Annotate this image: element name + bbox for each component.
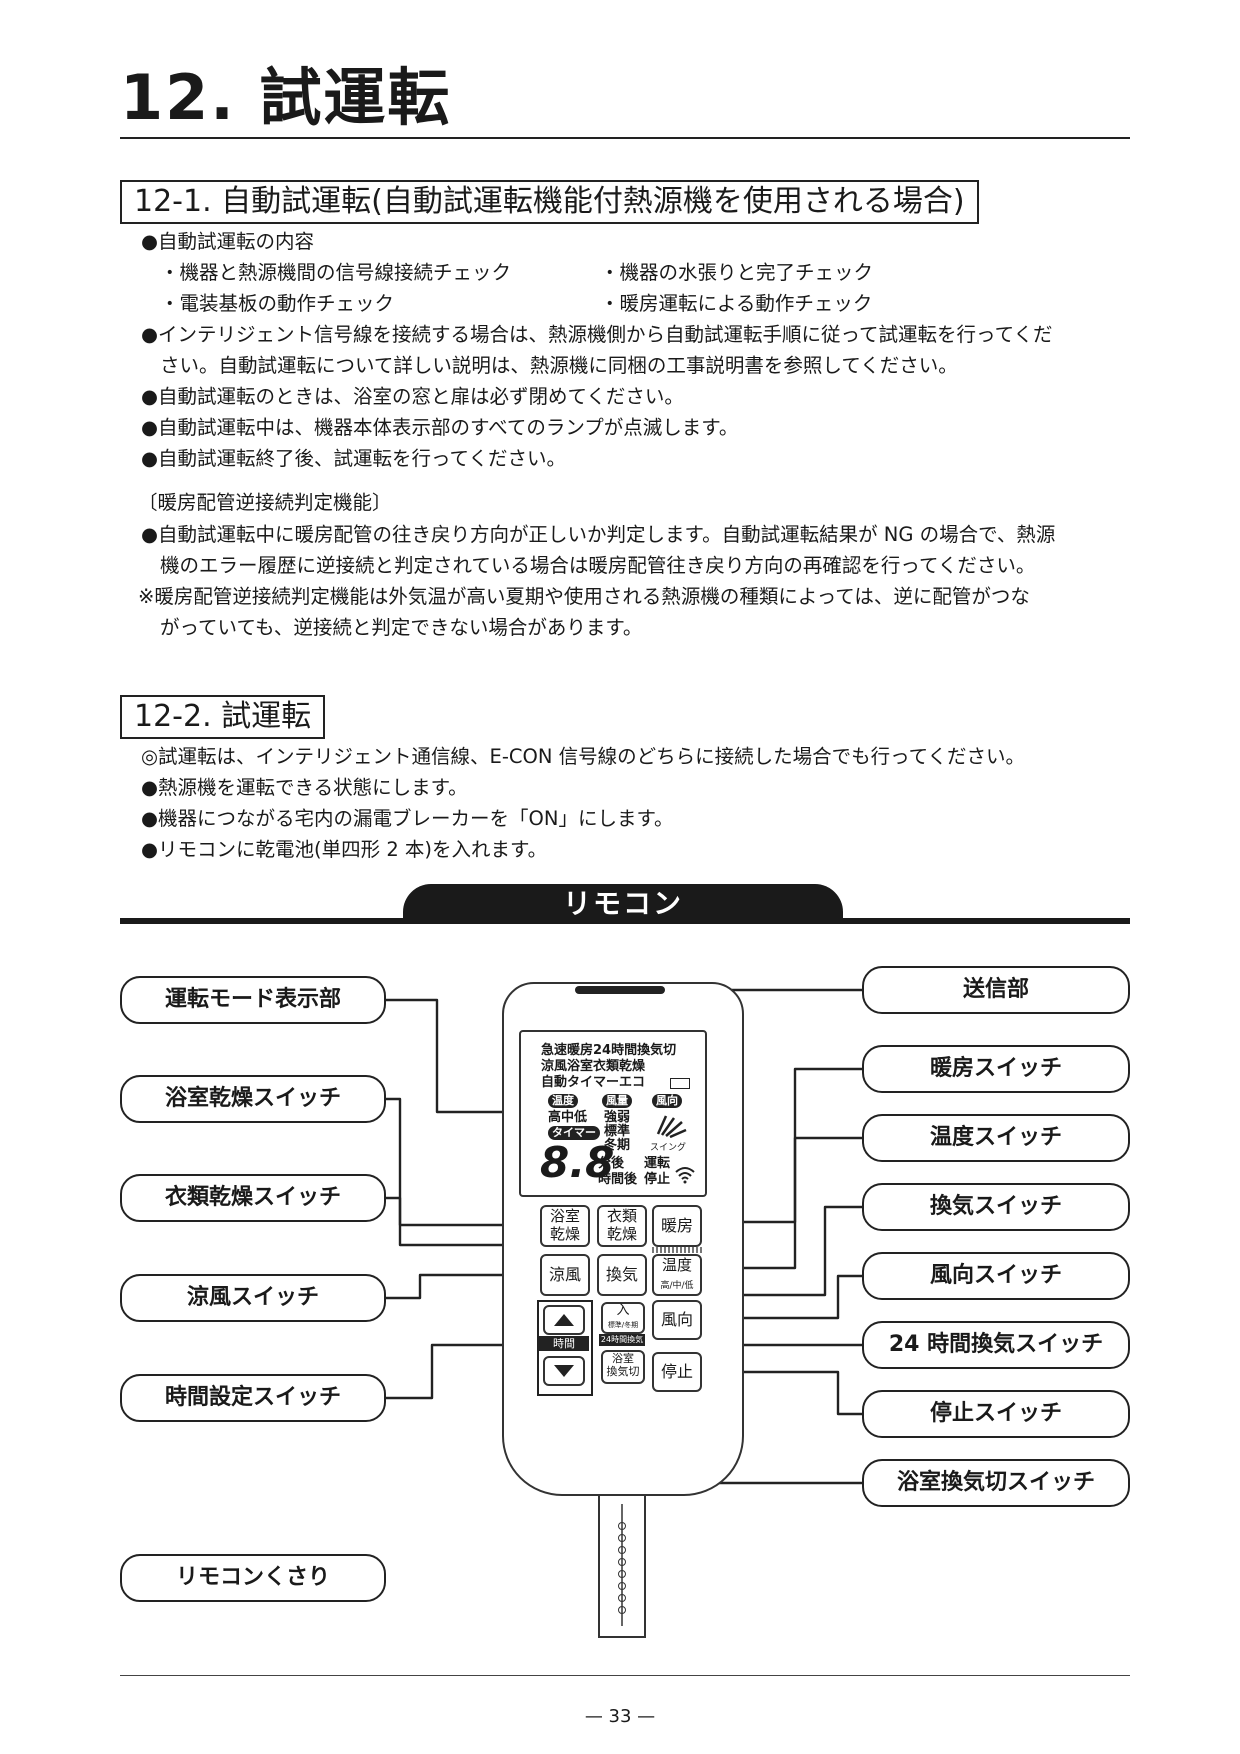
- divider: [652, 1247, 702, 1253]
- stop-button[interactable]: 停止: [652, 1352, 702, 1392]
- button-sublabel: 標準/冬期: [607, 1321, 639, 1329]
- direction-button[interactable]: 風向: [652, 1300, 702, 1340]
- check-item: ・電装基板の動作チェック: [160, 292, 395, 315]
- label-vent-switch: 換気スイッチ: [862, 1183, 1130, 1231]
- remote-banner: リモコン: [403, 884, 843, 924]
- label-stop-switch: 停止スイッチ: [862, 1390, 1130, 1438]
- button-sublabel: 高/中/低: [660, 1281, 694, 1291]
- label-remote-chain: リモコンくさり: [120, 1554, 386, 1602]
- lcd-text: 標準: [604, 1124, 631, 1139]
- lcd-pill: 風向: [652, 1094, 682, 1108]
- subheading: 〔暖房配管逆接続判定機能〕: [138, 491, 392, 514]
- bullet-text: さい。自動試運転について詳しい説明は、熱源機に同梱の工事説明書を参照してください…: [160, 354, 958, 377]
- triangle-up-icon: [554, 1314, 574, 1326]
- lcd-text: 分後: [598, 1156, 625, 1171]
- lcd-pill: 風量: [602, 1094, 632, 1108]
- lcd-display: [519, 1030, 707, 1197]
- bullet-text: ●自動試運転終了後、試運転を行ってください。: [141, 447, 566, 470]
- label-bath-vent-off-switch: 浴室換気切スイッチ: [862, 1459, 1130, 1507]
- page-heading: 12. 試運転: [120, 61, 452, 134]
- bullet-text: ●機器につながる宅内の漏電ブレーカーを「ON」にします。: [141, 807, 674, 830]
- check-item: ・機器の水張りと完了チェック: [600, 261, 874, 284]
- wifi-icon: [675, 1167, 695, 1184]
- lcd-text: 急速暖房24時間換気切: [541, 1043, 677, 1058]
- lcd-swing-label: スイング: [650, 1143, 687, 1153]
- chain-icon: [618, 1504, 626, 1626]
- label-cool-switch: 涼風スイッチ: [120, 1274, 386, 1322]
- vent-button[interactable]: 換気: [597, 1254, 647, 1296]
- lcd-pill: タイマー: [548, 1126, 600, 1140]
- check-item: ・暖房運転による動作チェック: [600, 292, 873, 315]
- lcd-text: 自動タイマーエコ: [541, 1075, 646, 1090]
- bath-vent-off-button[interactable]: 浴室換気切: [601, 1350, 645, 1384]
- bullet-text: 機のエラー履歴に逆接続と判定されている場合は暖房配管往き戻り方向の再確認を行って…: [160, 554, 1036, 577]
- heat-button[interactable]: 暖房: [652, 1205, 702, 1247]
- bullet-text: ●自動試運転のときは、浴室の窓と扉は必ず閉めてください。: [141, 385, 684, 408]
- leader-line: [382, 1097, 560, 1227]
- lcd-text: 停止: [644, 1172, 671, 1187]
- heading-rule: [120, 137, 1130, 139]
- leader-line: [682, 1274, 862, 1320]
- battery-icon: [670, 1078, 690, 1089]
- bullet-text: ◎試運転は、インテリジェント通信線、E-CON 信号線のどちらに接続した場合でも…: [141, 745, 1026, 768]
- leader-line: [682, 1370, 862, 1416]
- button-label: 乾燥: [549, 1225, 580, 1243]
- button-label: 乾燥: [606, 1225, 637, 1243]
- label-temp-switch: 温度スイッチ: [862, 1114, 1130, 1162]
- time-label: 時間: [539, 1336, 589, 1351]
- button-label: 換気切: [606, 1365, 640, 1378]
- cloth-dry-button[interactable]: 衣類乾燥: [597, 1205, 647, 1247]
- lcd-text: 運転: [644, 1156, 671, 1171]
- swing-icon: [656, 1115, 687, 1138]
- note-text: がっていても、逆接続と判定できない場合があります。: [160, 616, 643, 639]
- button-label: 浴室: [549, 1207, 580, 1225]
- bullet-text: ●熱源機を運転できる状態にします。: [141, 776, 468, 799]
- lcd-text: 冬期: [604, 1138, 631, 1153]
- bullet-text: ●自動試運転中は、機器本体表示部のすべてのランプが点滅します。: [141, 416, 739, 439]
- label-cloth-dry-switch: 衣類乾燥スイッチ: [120, 1174, 386, 1222]
- bullet-text: ●リモコンに乾電池(単四形 2 本)を入れます。: [141, 838, 548, 861]
- page-number: — 33 —: [584, 1706, 656, 1727]
- leader-line: [382, 998, 537, 1114]
- label-24h-vent-switch: 24 時間換気スイッチ: [862, 1321, 1130, 1369]
- content-title: ●自動試運転の内容: [141, 230, 315, 253]
- leader-line: [382, 1273, 540, 1300]
- label-heat-switch: 暖房スイッチ: [862, 1045, 1130, 1093]
- cool-button[interactable]: 涼風: [540, 1254, 590, 1296]
- button-label: 温度: [661, 1256, 692, 1274]
- bath-dry-button[interactable]: 浴室乾燥: [540, 1205, 590, 1247]
- section-title-12-2: 12-2. 試運転: [120, 695, 326, 739]
- label-mode-display: 運転モード表示部: [120, 976, 386, 1024]
- time-down-button[interactable]: [543, 1356, 585, 1386]
- button-label: 浴室: [612, 1352, 634, 1365]
- footer-rule: [120, 1675, 1130, 1676]
- lcd-digits: 8.8: [540, 1138, 615, 1187]
- on-button[interactable]: 入標準/冬期: [601, 1302, 645, 1334]
- leader-line: [382, 1343, 537, 1400]
- check-item: ・機器と熱源機間の信号線接続チェック: [160, 261, 512, 284]
- button-label: 入: [616, 1303, 630, 1318]
- vent24-label: 24時間換気: [599, 1334, 645, 1346]
- button-label: 衣類: [606, 1207, 637, 1225]
- temp-button[interactable]: 温度高/中/低: [652, 1254, 702, 1296]
- lcd-text: 強弱: [604, 1110, 631, 1125]
- lcd-pill: 温度: [548, 1094, 578, 1108]
- label-transmitter: 送信部: [862, 966, 1130, 1014]
- time-up-button[interactable]: [543, 1305, 585, 1335]
- bullet-text: ●自動試運転中に暖房配管の往き戻り方向が正しいか判定します。自動試運転結果が N…: [141, 523, 1056, 546]
- lcd-text: 涼風浴室衣類乾燥: [541, 1059, 646, 1074]
- triangle-down-icon: [554, 1365, 574, 1377]
- section-title-12-1: 12-1. 自動試運転(自動試運転機能付熱源機を使用される場合): [120, 180, 979, 224]
- note-text: ※暖房配管逆接続判定機能は外気温が高い夏期や使用される熱源機の種類によっては、逆…: [138, 585, 1030, 608]
- label-bath-dry-switch: 浴室乾燥スイッチ: [120, 1075, 386, 1123]
- lcd-text: 時間後: [598, 1172, 638, 1187]
- label-direction-switch: 風向スイッチ: [862, 1252, 1130, 1300]
- bullet-text: ●インテリジェント信号線を接続する場合は、熱源機側から自動試運転手順に従って試運…: [141, 323, 1053, 346]
- transmitter: [575, 986, 665, 994]
- remote-chain: [598, 1494, 646, 1638]
- lcd-text: 高中低: [548, 1110, 588, 1125]
- label-time-switch: 時間設定スイッチ: [120, 1374, 386, 1422]
